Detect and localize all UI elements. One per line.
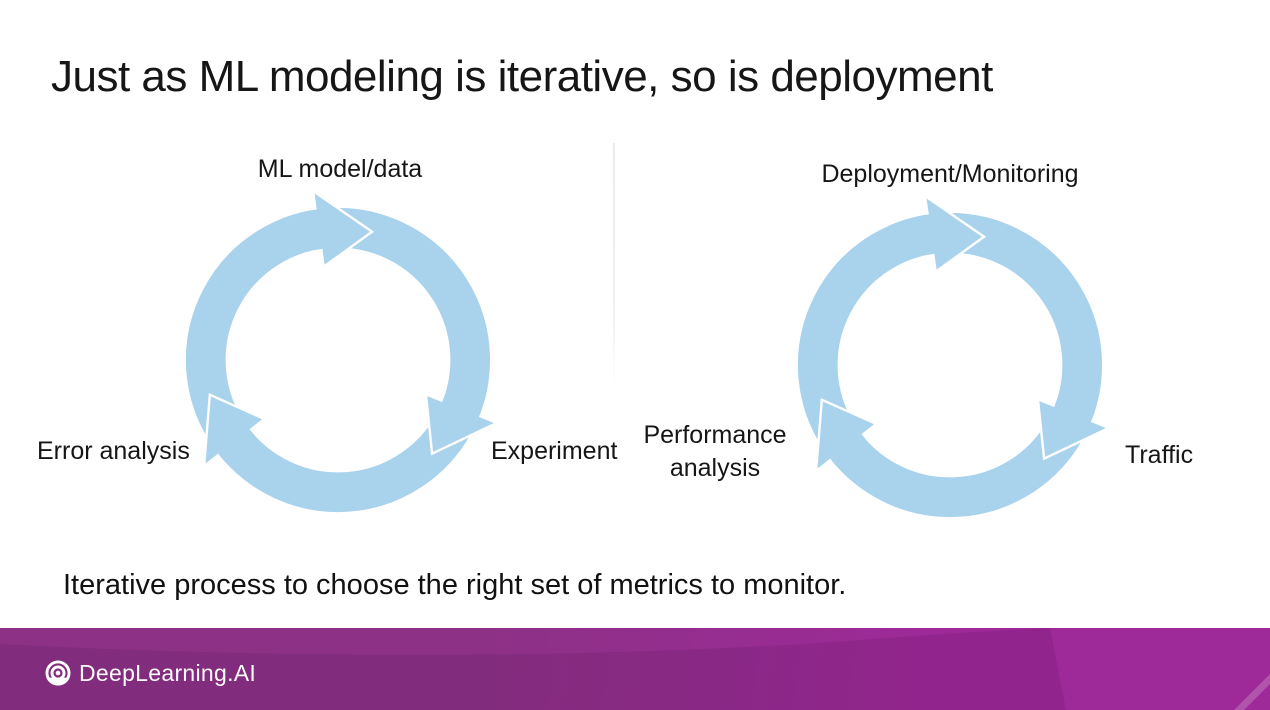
column-divider bbox=[613, 143, 615, 388]
footer-wave-decoration bbox=[0, 628, 1270, 710]
experiment-label: Experiment bbox=[491, 437, 618, 465]
footer-bar bbox=[0, 628, 1270, 710]
traffic-label: Traffic bbox=[1125, 441, 1194, 469]
error-analysis-label: Error analysis bbox=[37, 437, 190, 465]
deeplearning-logo-icon bbox=[45, 660, 71, 686]
deployment-monitoring-label: Deployment/Monitoring bbox=[821, 160, 1079, 188]
deeplearning-logo-text: DeepLearning.AI bbox=[79, 659, 257, 686]
ml-model-data-label: ML model/data bbox=[257, 155, 423, 183]
slide-title: Just as ML modeling is iterative, so is … bbox=[51, 52, 993, 101]
performance-analysis-label: Performance analysis bbox=[643, 421, 787, 482]
deployment-cycle-arrows-icon bbox=[797, 193, 1112, 518]
deeplearning-logo: DeepLearning.AI bbox=[43, 656, 256, 690]
ml-cycle-arrows-icon bbox=[185, 188, 500, 513]
caption-text: Iterative process to choose the right se… bbox=[63, 569, 847, 601]
